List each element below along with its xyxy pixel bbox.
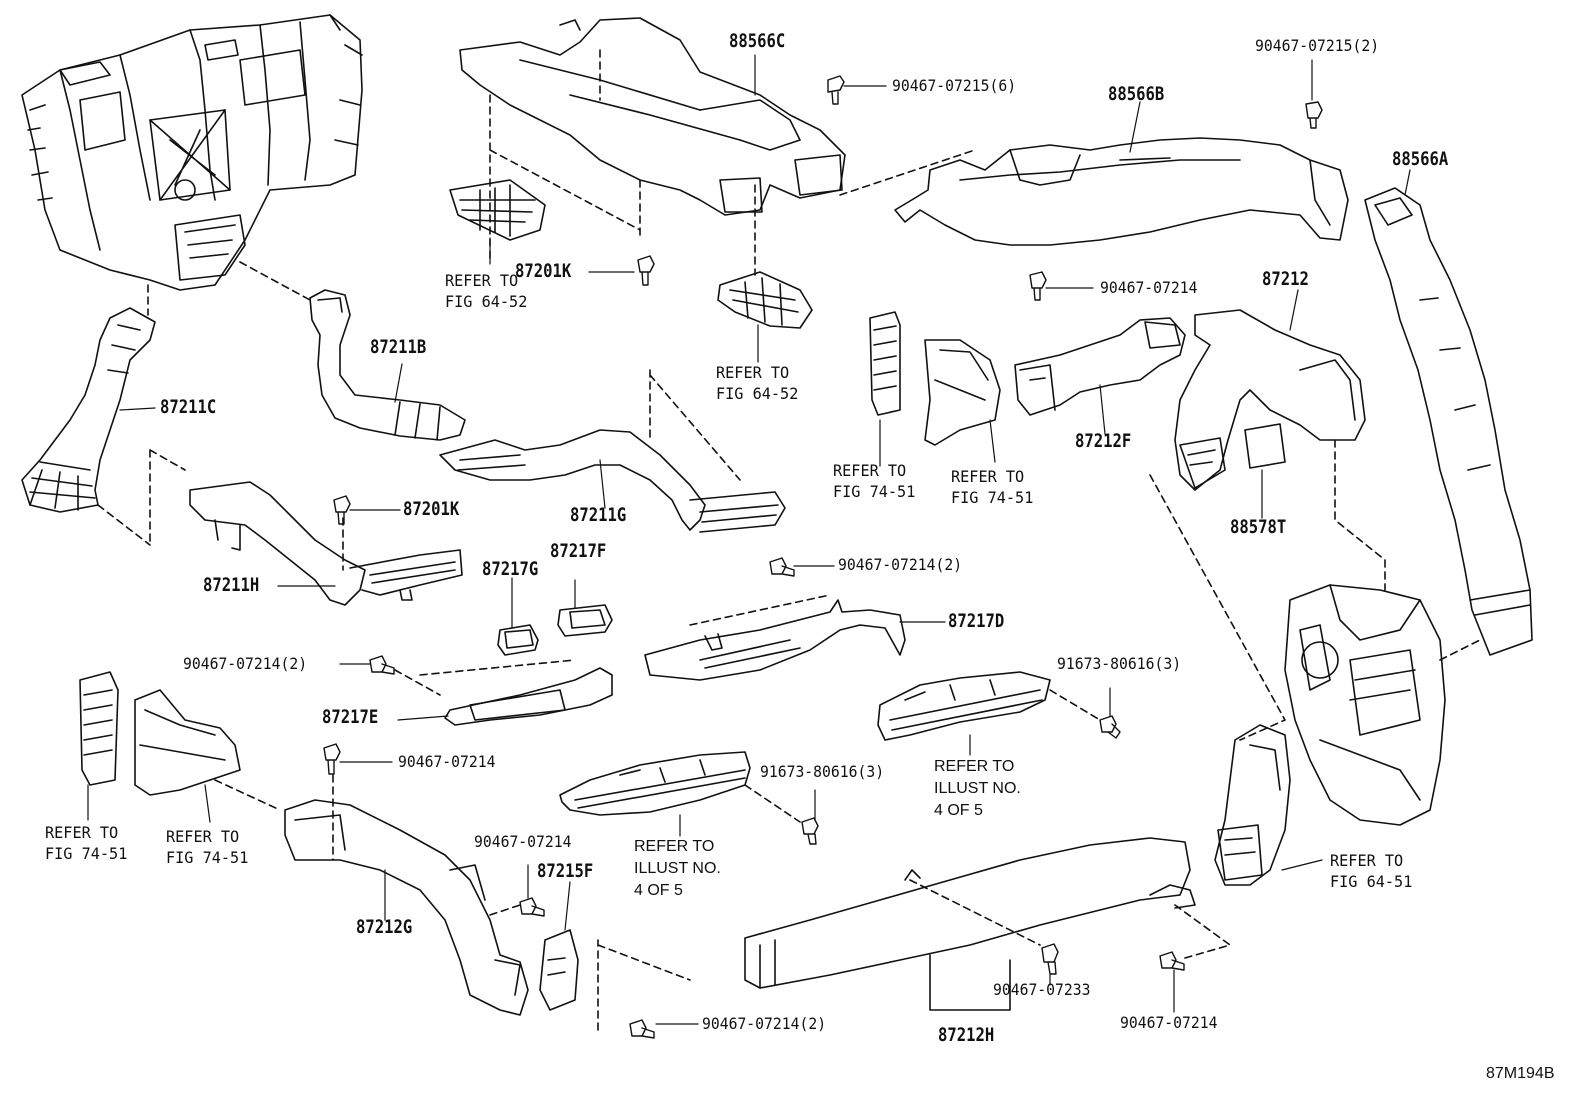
fastener-label-90467-07215-2[interactable]: 90467-07215(2) — [1255, 36, 1380, 55]
fastener-label-90467-07214-2-a[interactable]: 90467-07214(2) — [838, 555, 963, 574]
duct-87211H-drawing — [189, 481, 463, 606]
part-label-87201K-upper[interactable]: 87201K — [515, 260, 572, 282]
parts-87217G-F-drawing — [497, 604, 613, 656]
duct-88566C-drawing — [459, 17, 846, 216]
reference-fig-64-51[interactable]: REFER TO FIG 64-51 — [1330, 851, 1413, 891]
fastener-label-90467-07215-6[interactable]: 90467-07215(6) — [892, 76, 1017, 95]
reference-fig-74-51-upper-left[interactable]: REFER TO FIG 74-51 — [833, 461, 916, 501]
part-label-87211H[interactable]: 87211H — [203, 574, 260, 596]
duct-87212-drawing — [1174, 309, 1366, 491]
part-label-87217F[interactable]: 87217F — [550, 540, 607, 562]
hvac-right-unit-drawing — [1284, 584, 1446, 826]
fastener-label-90467-07214-b[interactable]: 90467-07214 — [398, 752, 496, 771]
reference-fig-74-51-lower-right[interactable]: REFER TO FIG 74-51 — [166, 827, 249, 867]
reference-fig-74-51-upper-right[interactable]: REFER TO FIG 74-51 — [951, 467, 1034, 507]
fastener-label-90467-07233[interactable]: 90467-07233 — [993, 980, 1091, 999]
part-label-87217G[interactable]: 87217G — [482, 558, 539, 580]
duct-87212G-drawing — [284, 799, 529, 1016]
duct-87211G-drawing — [439, 429, 786, 533]
duct-87212F-drawing — [1014, 317, 1186, 416]
register-64-51-drawing — [1214, 724, 1291, 886]
part-label-87217D[interactable]: 87217D — [948, 610, 1005, 632]
part-label-88566A[interactable]: 88566A — [1392, 148, 1449, 170]
reference-illust-4-of-5-left[interactable]: REFER TO ILLUST NO. 4 OF 5 — [634, 838, 721, 899]
part-label-88566C[interactable]: 88566C — [729, 30, 786, 52]
leader-lines — [87, 54, 1411, 1025]
part-label-87217E[interactable]: 87217E — [322, 706, 379, 728]
hvac-unit-drawing — [21, 14, 363, 291]
part-87215F-drawing — [539, 929, 579, 1011]
part-label-87212G[interactable]: 87212G — [356, 916, 413, 938]
register-64-52-left-drawing — [449, 179, 546, 241]
console-upper-drawing — [877, 671, 1051, 741]
reference-fig-74-51-lower-left[interactable]: REFER TO FIG 74-51 — [45, 823, 128, 863]
fastener-label-90467-07214-d[interactable]: 90467-07214 — [1120, 1013, 1218, 1032]
part-label-87211B[interactable]: 87211B — [370, 336, 427, 358]
fastener-label-91673-80616-3-b[interactable]: 91673-80616(3) — [760, 762, 885, 781]
part-label-87212[interactable]: 87212 — [1262, 268, 1309, 290]
fastener-label-90467-07214-2-b[interactable]: 90467-07214(2) — [183, 654, 308, 673]
reference-fig-64-52-left[interactable]: REFER TO FIG 64-52 — [445, 271, 528, 311]
fastener-label-90467-07214-a[interactable]: 90467-07214 — [1100, 278, 1198, 297]
clip-icons — [323, 75, 1323, 1039]
register-64-52-center-drawing — [717, 271, 813, 329]
duct-87211B-drawing — [309, 289, 466, 441]
reference-fig-64-52-center[interactable]: REFER TO FIG 64-52 — [716, 363, 799, 403]
part-label-87215F[interactable]: 87215F — [537, 860, 594, 882]
diagram-code: 87M194B — [1486, 1065, 1555, 1082]
vent-74-51-upper-drawing — [869, 311, 1001, 446]
fastener-label-91673-80616-3-a[interactable]: 91673-80616(3) — [1057, 654, 1182, 673]
part-label-87211G[interactable]: 87211G — [570, 504, 627, 526]
reference-illust-4-of-5-right[interactable]: REFER TO ILLUST NO. 4 OF 5 — [934, 758, 1021, 819]
pad-88578T-drawing — [1244, 423, 1286, 469]
part-label-87201K-lower[interactable]: 87201K — [403, 498, 460, 520]
bracket-87217E-drawing — [444, 667, 613, 726]
duct-88566B-drawing — [894, 137, 1349, 246]
duct-87212H-drawing — [744, 837, 1196, 989]
part-label-87212F[interactable]: 87212F — [1075, 430, 1132, 452]
duct-87211C-drawing — [21, 307, 156, 513]
fastener-label-90467-07214-c[interactable]: 90467-07214 — [474, 832, 572, 851]
vent-74-51-lower-drawing — [79, 671, 241, 796]
part-label-87211C[interactable]: 87211C — [160, 396, 217, 418]
duct-88566A-drawing — [1364, 187, 1533, 656]
part-label-88578T[interactable]: 88578T — [1230, 516, 1287, 538]
part-label-88566B[interactable]: 88566B — [1108, 83, 1165, 105]
part-label-87212H[interactable]: 87212H — [938, 1024, 995, 1046]
console-lower-drawing — [559, 751, 751, 816]
fastener-label-90467-07214-2-c[interactable]: 90467-07214(2) — [702, 1014, 827, 1033]
bracket-87217D-drawing — [644, 599, 906, 681]
